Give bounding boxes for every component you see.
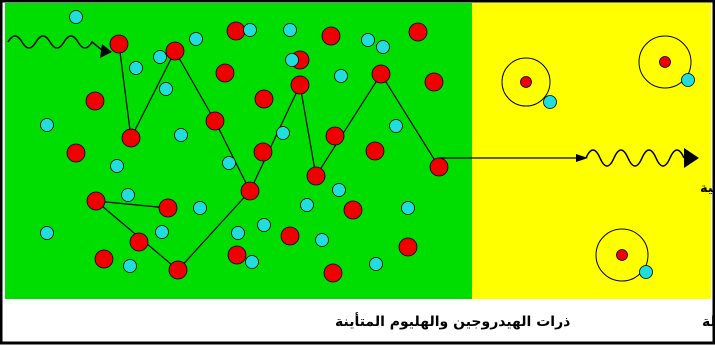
- nucleus-particle: [425, 73, 443, 91]
- electron-particle: [333, 184, 346, 197]
- nucleus-particle: [159, 199, 177, 217]
- atom-nucleus: [660, 57, 671, 68]
- nucleus-particle: [326, 127, 344, 145]
- nucleus-particle: [67, 144, 85, 162]
- nucleus-particle: [324, 264, 342, 282]
- nucleus-particle: [399, 238, 417, 256]
- electron-particle: [301, 199, 314, 212]
- electron-particle: [156, 226, 169, 239]
- nucleus-particle: [322, 27, 340, 45]
- atom-nucleus: [521, 77, 532, 88]
- electron-particle: [70, 11, 83, 24]
- electron-particle: [190, 33, 203, 46]
- electron-particle: [175, 129, 188, 142]
- nucleus-particle: [166, 42, 184, 60]
- nucleus-particle: [344, 201, 362, 219]
- electron-particle: [154, 51, 167, 64]
- electron-particle: [41, 227, 54, 240]
- nucleus-particle: [227, 22, 245, 40]
- nucleus-particle: [122, 129, 140, 147]
- electron-particle: [124, 260, 137, 273]
- electron-particle: [122, 189, 135, 202]
- electron-particle: [232, 227, 245, 240]
- electron-particle: [130, 62, 143, 75]
- electron-particle: [277, 127, 290, 140]
- electron-particle: [244, 24, 257, 37]
- nucleus-particle: [291, 76, 309, 94]
- bound-electron: [682, 74, 695, 87]
- nucleus-particle: [366, 142, 384, 160]
- nucleus-particle: [228, 246, 246, 264]
- electron-particle: [402, 202, 415, 215]
- electron-particle: [111, 160, 124, 173]
- nucleus-particle: [86, 92, 104, 110]
- nucleus-particle: [307, 167, 325, 185]
- nucleus-particle: [87, 192, 105, 210]
- nucleus-particle: [110, 35, 128, 53]
- electron-particle: [370, 258, 383, 271]
- nucleus-particle: [130, 233, 148, 251]
- electron-particle: [41, 119, 54, 132]
- nucleus-particle: [281, 227, 299, 245]
- electron-particle: [223, 157, 236, 170]
- bound-electron: [640, 266, 653, 279]
- nucleus-particle: [241, 182, 259, 200]
- electron-particle: [160, 83, 173, 96]
- electron-particle: [286, 54, 299, 67]
- electron-particle: [246, 256, 259, 269]
- nucleus-particle: [216, 64, 234, 82]
- electron-particle: [284, 24, 297, 37]
- nucleus-particle: [372, 65, 390, 83]
- electron-particle: [258, 219, 271, 232]
- nucleus-particle: [430, 158, 448, 176]
- ionized-caption: ذرات الهيدروجين والهليوم المتأينة: [335, 312, 570, 330]
- electron-particle: [390, 120, 403, 133]
- nucleus-particle: [95, 250, 113, 268]
- electron-particle: [362, 34, 375, 47]
- atom-nucleus: [617, 250, 628, 261]
- electron-particle: [377, 41, 390, 54]
- electron-particle: [316, 234, 329, 247]
- nucleus-particle: [169, 261, 187, 279]
- electron-particle: [194, 202, 207, 215]
- electron-particle: [335, 70, 348, 83]
- nucleus-particle: [255, 90, 273, 108]
- bound-electron: [544, 96, 557, 109]
- nucleus-particle: [409, 23, 427, 41]
- nucleus-particle: [254, 143, 272, 161]
- nucleus-particle: [206, 112, 224, 130]
